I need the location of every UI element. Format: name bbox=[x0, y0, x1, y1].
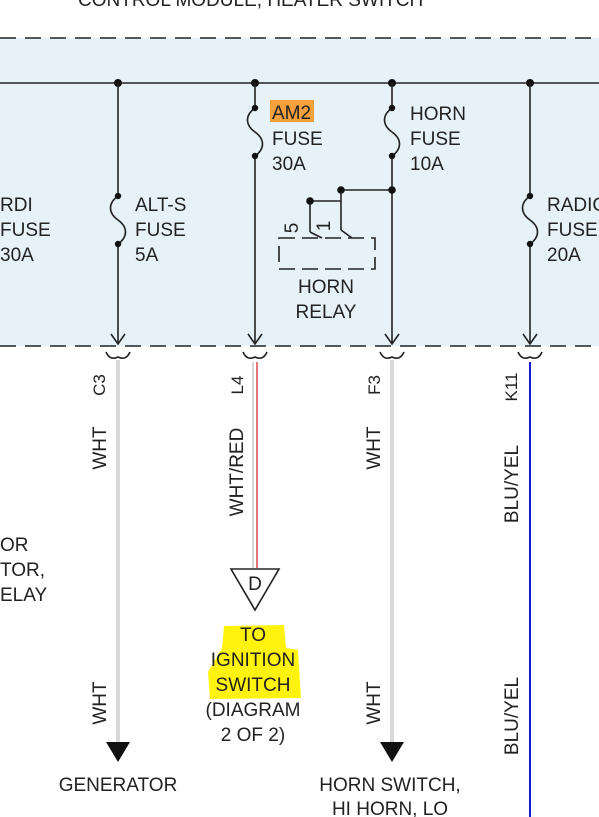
offpage-connector-letter: D bbox=[248, 574, 262, 595]
horn-relay-label: RELAY bbox=[296, 302, 357, 323]
connector-f3: F3 bbox=[365, 375, 384, 395]
alt-s-fuse bbox=[109, 83, 127, 346]
radio-fuse-label: 20A bbox=[547, 245, 581, 266]
alt-s-fuse-label: ALT-S bbox=[135, 195, 186, 216]
radio-fuse bbox=[521, 83, 539, 346]
am2-fuse-label: AM2 bbox=[272, 103, 311, 124]
connector-cups bbox=[105, 351, 543, 359]
connector-l4: L4 bbox=[228, 376, 247, 395]
fuse-left-label: RDI bbox=[0, 195, 33, 216]
wire-color-f3: WHT bbox=[364, 426, 385, 470]
offpage-label: TO bbox=[240, 625, 266, 646]
generator-arrow bbox=[106, 742, 130, 762]
connector-c3: C3 bbox=[90, 374, 109, 396]
alt-s-fuse-label: FUSE bbox=[135, 220, 186, 241]
offpage-label: IGNITION bbox=[211, 650, 295, 671]
wire-color-l4: WHT/RED bbox=[227, 428, 248, 517]
horn-relay-label: HORN bbox=[298, 277, 354, 298]
horn-fuse-label: FUSE bbox=[410, 129, 461, 150]
horn-switch-arrow bbox=[380, 742, 404, 762]
left-clipped-text: TOR, bbox=[0, 560, 45, 581]
offpage-label: (DIAGRAM bbox=[206, 700, 301, 721]
fuse-box bbox=[0, 38, 599, 346]
radio-fuse-label: RADIC bbox=[547, 195, 599, 216]
horn-fuse-label: HORN bbox=[410, 104, 466, 125]
destination-generator: GENERATOR bbox=[59, 775, 178, 796]
fuse-left-label: FUSE bbox=[0, 220, 51, 241]
horn-fuse-label: 10A bbox=[410, 154, 444, 175]
am2-fuse bbox=[246, 83, 264, 346]
horn-relay bbox=[278, 189, 392, 270]
wire-color-f3-lower: WHT bbox=[364, 681, 385, 725]
relay-pin-1: 1 bbox=[314, 221, 335, 232]
relay-pin-5: 5 bbox=[282, 223, 303, 234]
alt-s-fuse-label: 5A bbox=[135, 245, 159, 266]
connector-k11: K11 bbox=[502, 373, 521, 402]
destination-horn-switch: HI HORN, LO bbox=[332, 799, 448, 817]
wire-color-k11-lower: BLU/YEL bbox=[502, 677, 523, 755]
wire-color-c3: WHT bbox=[90, 426, 111, 470]
fuse-left-label: 30A bbox=[0, 245, 34, 266]
ignition-highlight bbox=[208, 625, 301, 699]
am2-highlight bbox=[270, 100, 314, 122]
wire-color-k11: BLU/YEL bbox=[502, 445, 523, 523]
am2-fuse-label: FUSE bbox=[272, 129, 323, 150]
am2-fuse-label: 30A bbox=[272, 154, 306, 175]
offpage-label: 2 OF 2) bbox=[221, 725, 285, 746]
wire-color-c3-lower: WHT bbox=[90, 681, 111, 725]
left-clipped-text: ELAY bbox=[0, 585, 48, 606]
destination-horn-switch: HORN SWITCH, bbox=[319, 775, 460, 796]
offpage-label: SWITCH bbox=[216, 675, 291, 696]
offpage-connector-d bbox=[229, 568, 281, 612]
left-clipped-text: OR bbox=[0, 535, 29, 556]
header-title: CONTROL MODULE, HEATER SWITCH bbox=[78, 0, 423, 11]
radio-fuse-label: FUSE bbox=[547, 220, 598, 241]
